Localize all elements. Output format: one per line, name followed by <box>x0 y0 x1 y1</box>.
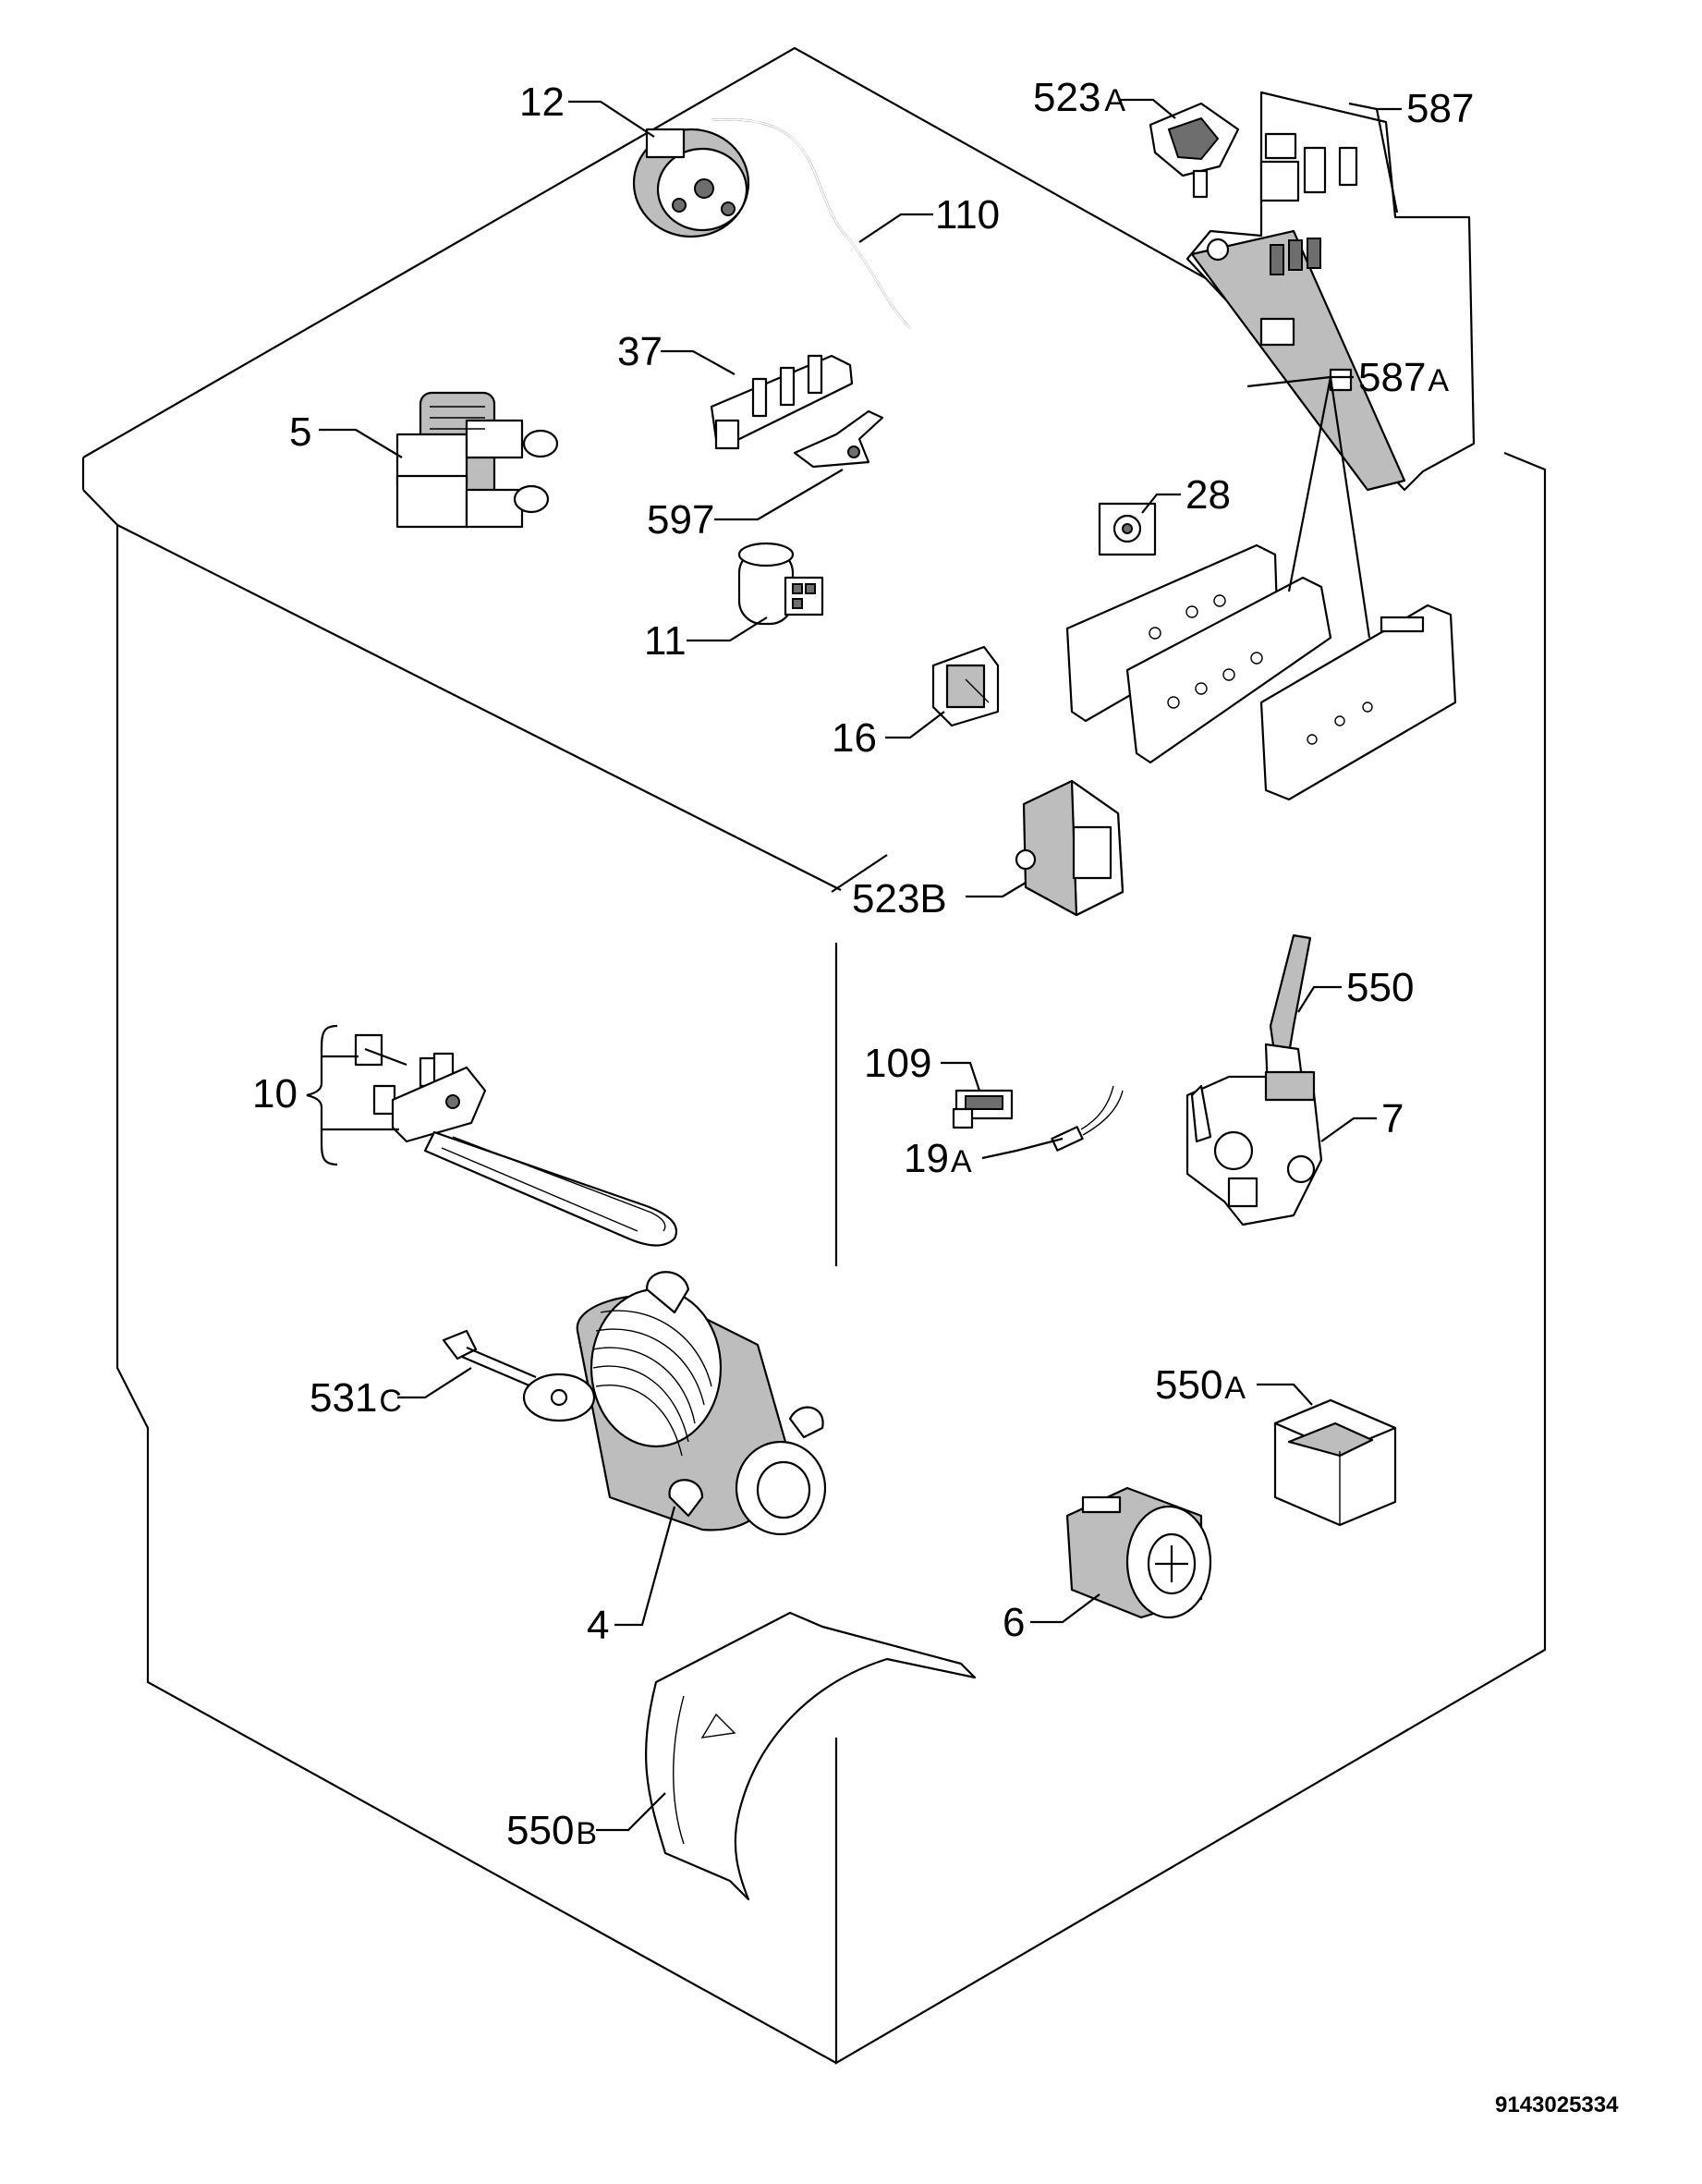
label-part-11: 11 <box>644 618 687 664</box>
label-part-550b: 550B <box>506 1808 597 1853</box>
document-code: 9143025334 <box>1495 2092 1619 2117</box>
pressure-switch-part <box>632 128 750 238</box>
label-part-4: 4 <box>587 1603 609 1648</box>
label-part-109: 109 <box>864 1041 931 1086</box>
label-part-597: 597 <box>647 497 714 543</box>
control-board-part <box>1065 543 1457 801</box>
label-part-587a: 587A <box>1358 355 1449 400</box>
housing-part <box>1273 1398 1397 1527</box>
label-part-37: 37 <box>617 329 663 374</box>
temperature-sensor-part <box>1051 1085 1124 1152</box>
hose-part <box>711 118 911 329</box>
label-part-12: 12 <box>519 79 565 125</box>
label-part-550a: 550A <box>1155 1362 1246 1408</box>
selector-knob-part <box>1149 102 1240 199</box>
label-part-110: 110 <box>935 192 1000 238</box>
cover-part <box>645 1611 977 1901</box>
leader-lines <box>306 98 1402 1832</box>
label-part-531c: 531C <box>310 1375 402 1421</box>
label-part-587: 587 <box>1406 86 1474 131</box>
lever-part <box>1264 933 1312 1092</box>
knob-cover-part <box>1015 779 1125 917</box>
label-part-16: 16 <box>832 715 877 761</box>
ntc-holder-part <box>952 1089 1014 1129</box>
label-part-523b: 523B <box>852 876 947 921</box>
terminal-block-part <box>710 354 854 450</box>
label-part-19a: 19A <box>904 1136 972 1181</box>
label-part-7: 7 <box>1381 1096 1404 1141</box>
clip-part <box>793 409 884 469</box>
heating-element-part <box>354 1033 677 1247</box>
label-part-5: 5 <box>289 409 311 455</box>
drain-pump-motor-part <box>522 1271 827 1536</box>
label-part-10: 10 <box>252 1071 298 1116</box>
filter-part <box>1065 1486 1212 1619</box>
label-part-550: 550 <box>1346 965 1414 1010</box>
pump-part <box>1185 1070 1323 1226</box>
suppressor-capacitor-part <box>737 542 824 626</box>
label-part-6: 6 <box>1003 1600 1025 1645</box>
main-board-part <box>1185 91 1476 492</box>
water-valve-part <box>395 391 559 529</box>
door-interlock-part <box>931 645 1000 727</box>
screw-part <box>442 1329 537 1388</box>
label-part-28: 28 <box>1185 472 1231 518</box>
lamp-holder-part <box>1098 502 1157 556</box>
